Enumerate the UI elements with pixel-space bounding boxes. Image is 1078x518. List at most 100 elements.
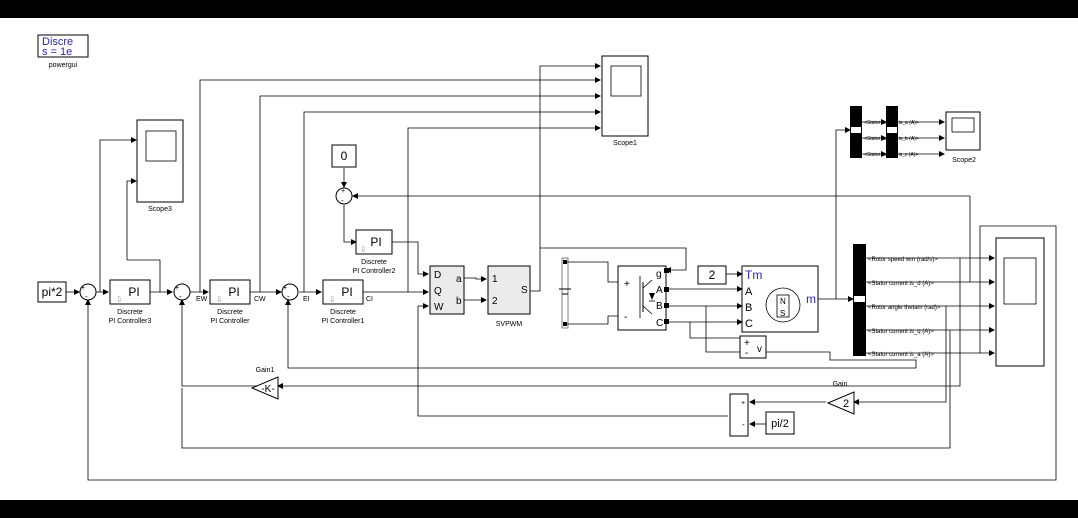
gain-block[interactable]: 2 Gain <box>826 381 855 415</box>
voltmeter-plus: + <box>744 338 750 349</box>
inverter-port-c: C <box>656 318 663 329</box>
sum-block-d[interactable]: + - <box>335 187 353 205</box>
motor-symbol-icon: N S <box>765 287 801 323</box>
powergui-caption: powergui <box>49 62 78 69</box>
signal-label-ci: CI <box>366 296 373 303</box>
bus-signal-label: <Stator current is_b (A)> <box>864 136 919 142</box>
scope2-label: Scope2 <box>952 157 976 164</box>
bus-selector-top[interactable] <box>850 106 898 158</box>
sum-minus-sign: - <box>341 196 344 205</box>
svpwm-port-1: 1 <box>492 274 498 285</box>
sum-plus-sign: + <box>81 285 85 292</box>
pi-block-icon: ⇩ <box>116 295 123 304</box>
bus-signal-label: <Stator current is_a (A)> <box>864 120 919 126</box>
pi-label: PI <box>341 285 352 299</box>
powergui-line2: s = 1e <box>42 46 72 58</box>
bus-signal-label: <Stator current is_a (A)> <box>868 352 934 358</box>
speed-ref-value: pi*2 <box>42 285 63 299</box>
bus-selector-main[interactable] <box>853 244 866 356</box>
controller-name-line2: PI Controller2 <box>353 268 396 275</box>
port-q: Q <box>434 286 442 297</box>
scope3-label: Scope3 <box>148 206 172 213</box>
controller-name-line1: Discrete <box>217 309 243 316</box>
voltmeter-v: v <box>757 344 762 355</box>
powergui-block[interactable]: Discre s = 1e powergui <box>37 34 89 69</box>
dq-transform-block[interactable]: D Q W a b <box>429 265 465 315</box>
controller-name-line1: Discrete <box>117 309 143 316</box>
pi-controller[interactable]: PI ⇩ Discrete PI Controller <box>209 279 251 325</box>
sum-plus-sign: + <box>341 188 345 195</box>
svpwm-caption: SVPWM <box>496 321 523 328</box>
scope1-label: Scope1 <box>613 140 637 147</box>
signal-wires <box>66 63 1057 481</box>
scope1[interactable]: Scope1 <box>601 55 649 147</box>
controller-name-line2: PI Controller1 <box>322 318 365 325</box>
motor-port-a: A <box>745 286 753 298</box>
constant-zero[interactable]: 0 <box>331 144 357 168</box>
port-w: W <box>434 302 444 313</box>
constant-zero-value: 0 <box>341 149 348 163</box>
pmsm-motor[interactable]: Tm A B C m N S <box>741 265 819 333</box>
inverter-port-g: g <box>656 269 662 280</box>
igbt-inverter[interactable]: + - g A B C <box>617 265 669 331</box>
pi-controller-3[interactable]: PI ⇩ Discrete PI Controller3 <box>109 279 152 325</box>
signal-label-ei: EI <box>303 296 310 303</box>
sum-minus-sign: - <box>742 420 745 429</box>
pi-label: PI <box>128 285 139 299</box>
sum-minus-sign: - <box>287 292 290 301</box>
motor-port-m: m <box>806 292 816 306</box>
sum-block-ei[interactable]: + - <box>281 283 299 301</box>
pi-half-value: pi/2 <box>771 418 789 430</box>
gain-label: Gain <box>833 381 848 388</box>
sum-block-ew[interactable]: + - <box>173 283 191 301</box>
controller-name-line1: Discrete <box>330 309 356 316</box>
gain-value: 2 <box>843 398 849 410</box>
pi-label: PI <box>228 285 239 299</box>
scope3[interactable]: Scope3 <box>136 119 184 213</box>
pi-controller-1[interactable]: PI ⇩ Discrete PI Controller1 <box>322 279 365 325</box>
sum-plus-sign: + <box>175 285 179 292</box>
bus-signal-label: <Stator current is_d (A)> <box>868 281 934 287</box>
controller-name-line2: PI Controller <box>211 318 251 325</box>
voltage-measurement[interactable]: + - v <box>739 335 767 359</box>
motor-port-tm: Tm <box>745 268 762 282</box>
scope2[interactable]: Scope2 <box>945 111 981 164</box>
gain1-value: -K- <box>261 384 274 395</box>
powergui-line1: Discre <box>42 36 73 48</box>
svpwm-port-2: 2 <box>492 296 498 307</box>
dc-voltage-source[interactable] <box>559 257 571 329</box>
controller-name-line1: Discrete <box>361 259 387 266</box>
controller-name-line2: PI Controller3 <box>109 318 152 325</box>
motor-pole-n: N <box>780 297 786 306</box>
motor-port-c: C <box>745 318 753 330</box>
svpwm-block[interactable]: 1 2 S SVPWM <box>487 265 531 328</box>
motor-port-b: B <box>745 302 752 314</box>
bottom-black-bar <box>0 500 1078 518</box>
top-black-bar <box>0 0 1078 18</box>
sum-minus-sign: - <box>85 292 88 301</box>
sum-block-angle[interactable]: + - <box>729 393 749 437</box>
gain1-block[interactable]: -K- Gain1 <box>250 367 279 400</box>
inverter-port-a: A <box>656 285 663 296</box>
signal-label-ew: EW <box>196 296 208 303</box>
port-d: D <box>434 270 441 281</box>
svpwm-port-s: S <box>521 285 528 296</box>
inverter-minus: - <box>624 312 627 323</box>
sum-block-speed[interactable]: + - <box>79 283 97 301</box>
bus-signal-label: <Rotor angle thetam (rad)> <box>868 305 941 311</box>
bus-signal-label: <Rotor speed wm (rad/s)> <box>868 257 938 263</box>
sum-plus-sign: + <box>741 400 745 407</box>
bus-signal-label: <Stator current is_q (A)> <box>868 329 934 335</box>
inverter-plus: + <box>624 279 630 290</box>
pi-controller-2[interactable]: PI ⇩ Discrete PI Controller2 <box>353 229 396 275</box>
scope-main[interactable] <box>995 237 1045 367</box>
constant-pi-half[interactable]: pi/2 <box>765 411 795 435</box>
pi-block-icon: ⇩ <box>360 245 367 254</box>
inverter-port-b: B <box>656 301 663 312</box>
constant-torque[interactable]: 2 <box>697 265 727 285</box>
pi-block-icon: ⇩ <box>329 295 336 304</box>
constant-speed-ref[interactable]: pi*2 <box>37 281 67 303</box>
sum-minus-sign: - <box>179 292 182 301</box>
port-a: a <box>456 274 462 285</box>
